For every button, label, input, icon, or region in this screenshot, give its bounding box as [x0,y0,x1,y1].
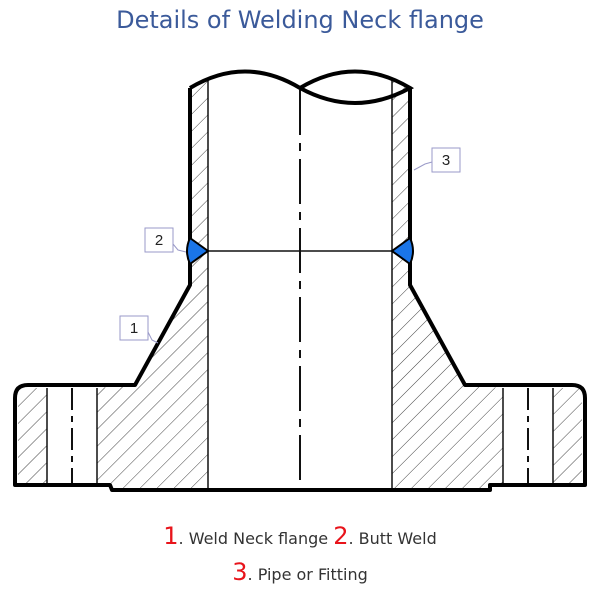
legend-label-1: . Weld Neck flange [178,529,329,548]
diagram-title: Details of Welding Neck flange [116,6,484,34]
butt-weld-right [390,236,414,266]
legend-row-2: 3. Pipe or Fitting [0,558,600,586]
callout-3: 3 [413,147,461,173]
callout-1: 1 [119,315,159,344]
callout-2: 2 [144,227,187,253]
legend-number-2: 2 [333,522,349,550]
svg-text:1: 1 [130,320,138,337]
legend-row-1: 1. Weld Neck flange 2. Butt Weld [0,522,600,550]
center-lines [71,90,529,490]
butt-weld-left [186,236,210,266]
pipe-break [188,69,415,105]
flange-outline [13,88,587,492]
legend-label-2: . Butt Weld [348,529,437,548]
hatched-sections [18,80,582,490]
svg-text:3: 3 [442,152,450,169]
svg-text:2: 2 [155,232,163,249]
legend-label-3: . Pipe or Fitting [247,565,368,584]
legend-number-3: 3 [232,558,248,586]
legend-number-1: 1 [163,522,179,550]
